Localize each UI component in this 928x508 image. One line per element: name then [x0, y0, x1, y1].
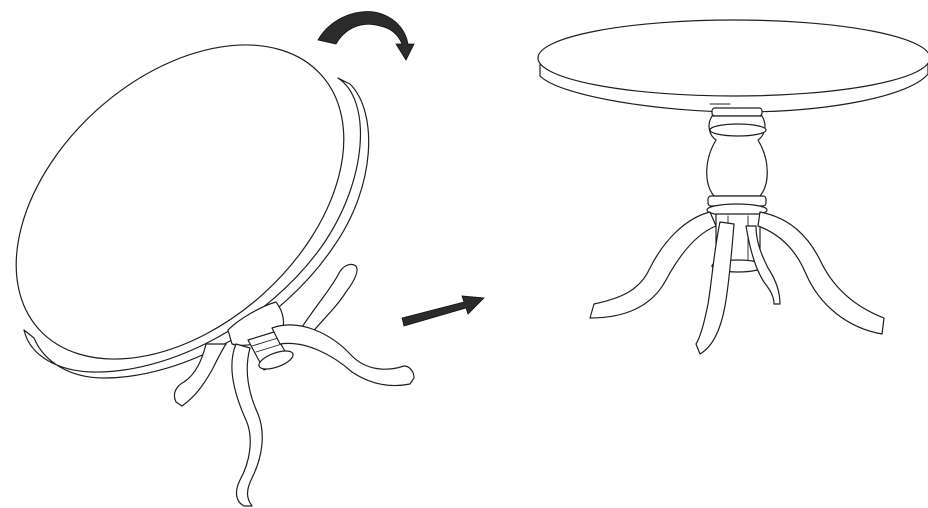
- flipped-table-legs: [174, 325, 414, 506]
- upright-table-top: [538, 20, 928, 112]
- upright-table: [538, 20, 928, 354]
- right-arrow-icon: [402, 296, 484, 326]
- flipped-table: [0, 0, 414, 506]
- curved-rotate-arrow-icon: [318, 12, 414, 60]
